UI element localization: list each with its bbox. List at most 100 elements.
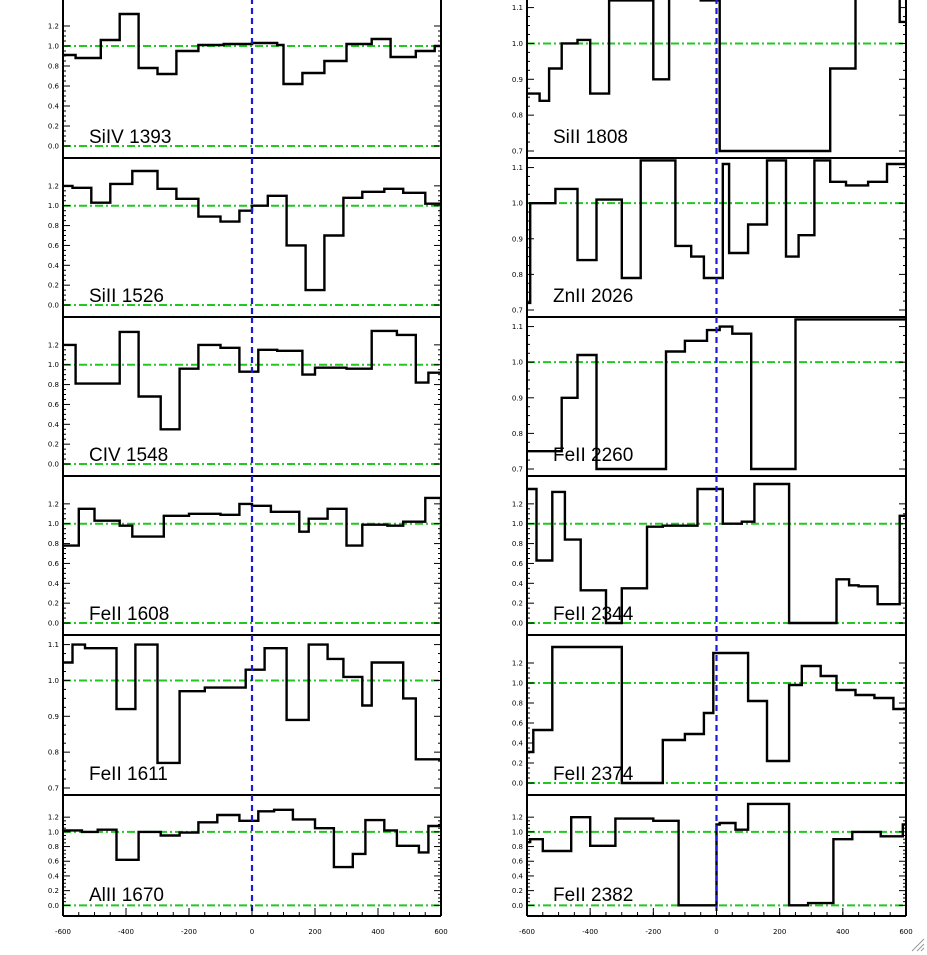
y-tick-label: 0.8 [48, 749, 59, 757]
x-tick-label: 400 [836, 928, 849, 936]
panel-label: FeII 1608 [89, 604, 169, 625]
x-tick-label: -400 [118, 928, 134, 936]
y-tick-label: 1.0 [512, 359, 523, 367]
y-tick-label: 1.0 [512, 200, 523, 208]
x-tick-label: -200 [645, 928, 661, 936]
y-tick-label: 0.4 [48, 103, 60, 111]
panel-label: ZnII 2026 [553, 286, 633, 307]
panel-label: SiII 1808 [553, 127, 628, 148]
y-tick-label: 0.0 [48, 143, 59, 151]
y-tick-label: 0.7 [48, 785, 59, 793]
panel-label: CIV 1548 [89, 445, 168, 466]
y-tick-label: 1.2 [512, 500, 523, 508]
spectrum-step-line [63, 643, 441, 765]
y-tick-label: 0.8 [512, 700, 523, 708]
panel-label: FeII 2382 [553, 885, 633, 906]
y-tick-label: 1.2 [512, 814, 523, 822]
y-tick-label: 0.6 [48, 560, 60, 568]
y-tick-label: 0.6 [48, 858, 60, 866]
spectrum-step-line [63, 169, 441, 292]
x-tick-label: 0 [714, 928, 718, 936]
y-tick-label: 0.9 [512, 235, 523, 243]
x-tick-label: -600 [519, 928, 535, 936]
y-tick-label: 0.6 [512, 560, 524, 568]
y-tick-label: 0.8 [512, 540, 523, 548]
spectrum-step-line [527, 802, 906, 907]
y-tick-label: 0.7 [512, 148, 523, 156]
spectrum-step-line [527, 159, 906, 305]
y-tick-label: 0.8 [48, 381, 59, 389]
x-tick-label: -600 [55, 928, 71, 936]
y-tick-label: 1.0 [512, 680, 523, 688]
x-tick-label: 600 [434, 928, 447, 936]
y-tick-label: 0.8 [512, 112, 523, 120]
y-tick-label: 0.2 [48, 282, 59, 290]
x-tick-label: 200 [308, 928, 321, 936]
x-tick-label: -400 [582, 928, 598, 936]
panel-label: FeII 2374 [553, 764, 634, 785]
y-tick-label: 1.1 [512, 323, 523, 331]
y-tick-label: 0.0 [48, 620, 59, 628]
y-tick-label: 0.0 [512, 620, 523, 628]
y-tick-label: 0.8 [512, 430, 523, 438]
y-tick-label: 0.8 [512, 843, 523, 851]
resize-grip-icon [911, 938, 925, 952]
panel-label: FeII 1611 [89, 764, 168, 785]
y-tick-label: 0.8 [48, 843, 59, 851]
panel-label: AlII 1670 [89, 885, 164, 906]
y-tick-label: 0.8 [48, 63, 59, 71]
x-tick-label: 600 [899, 928, 912, 936]
spectrum-step-line [527, 318, 906, 471]
y-tick-label: 1.2 [512, 660, 523, 668]
y-tick-label: 0.2 [48, 600, 59, 608]
y-tick-label: 1.2 [48, 341, 59, 349]
y-tick-label: 0.8 [48, 222, 59, 230]
y-tick-label: 0.4 [512, 872, 524, 880]
y-tick-label: 0.4 [512, 580, 524, 588]
x-tick-label: 400 [371, 928, 384, 936]
y-tick-label: 0.8 [512, 271, 523, 279]
spectrum-step-line [63, 329, 441, 431]
y-tick-label: 0.2 [48, 441, 59, 449]
y-tick-label: 0.2 [512, 887, 523, 895]
panel-label: FeII 2344 [553, 604, 634, 625]
y-tick-label: 0.7 [512, 466, 523, 474]
y-tick-label: 0.4 [48, 421, 60, 429]
y-tick-label: 0.0 [48, 461, 59, 469]
y-tick-label: 0.6 [512, 720, 524, 728]
panel-label: FeII 2260 [553, 445, 633, 466]
y-tick-label: 1.0 [48, 828, 59, 836]
y-tick-label: 1.0 [48, 43, 59, 51]
spectrum-step-line [527, 645, 906, 785]
y-tick-label: 0.6 [48, 242, 60, 250]
panel-label: SiII 1526 [89, 286, 164, 307]
y-tick-label: 1.2 [48, 500, 59, 508]
spectrum-step-line [63, 496, 441, 547]
y-tick-label: 0.2 [512, 760, 523, 768]
x-tick-label: 0 [250, 928, 254, 936]
y-tick-label: 1.0 [48, 677, 59, 685]
y-tick-label: 0.9 [512, 394, 523, 402]
y-tick-label: 0.9 [512, 76, 523, 84]
y-tick-label: 1.0 [48, 361, 59, 369]
y-tick-label: 0.6 [512, 858, 524, 866]
x-tick-label: -200 [181, 928, 197, 936]
y-tick-label: 0.8 [48, 540, 59, 548]
y-tick-label: 0.2 [48, 123, 59, 131]
y-tick-label: 1.0 [512, 828, 523, 836]
y-tick-label: 1.2 [48, 23, 59, 31]
y-tick-label: 0.4 [48, 872, 60, 880]
y-tick-label: 0.4 [512, 740, 524, 748]
y-tick-label: 0.6 [48, 83, 60, 91]
y-tick-label: 1.0 [48, 202, 59, 210]
